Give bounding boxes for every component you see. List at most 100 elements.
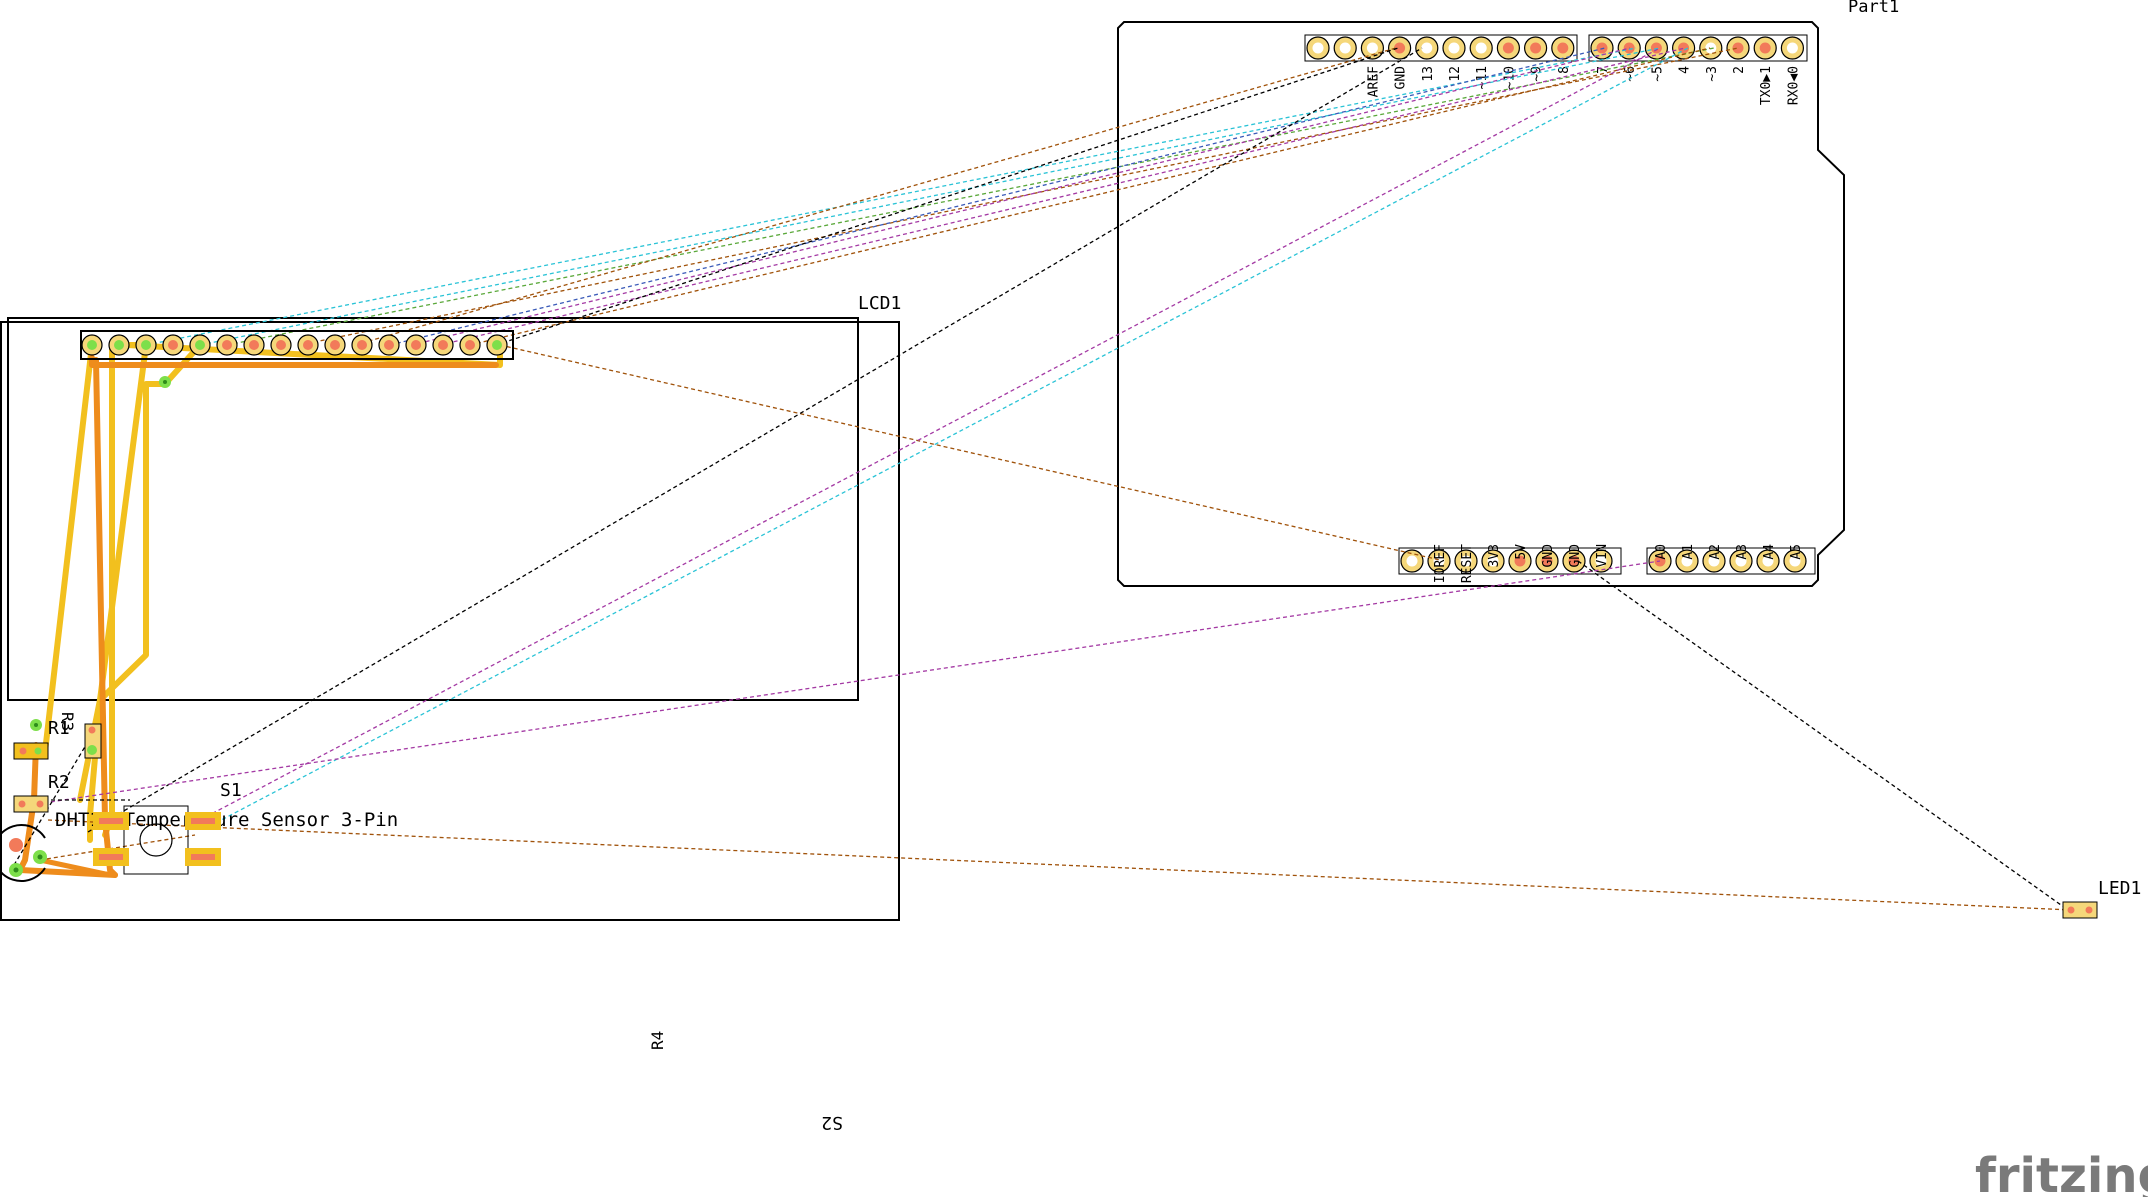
arduino-top-header bbox=[1304, 34, 1808, 62]
fritzing-logo: fritzing bbox=[1975, 1148, 2148, 1197]
arduino-top-pin-15-hole bbox=[1732, 42, 1744, 54]
lcd-pin-12-hole bbox=[411, 340, 421, 350]
arduino-top-pin-3-hole bbox=[1394, 42, 1406, 54]
lcd-pin-4-hole bbox=[195, 340, 205, 350]
led1-label: LED1 bbox=[2098, 878, 2141, 899]
lcd-inner-outline bbox=[7, 317, 859, 701]
arduino-analog-pin-3-hole bbox=[1735, 555, 1747, 567]
arduino-top-header-frame-0 bbox=[1304, 34, 1578, 62]
arduino-top-pin-10-hole bbox=[1596, 42, 1608, 54]
lcd-pin-7-hole bbox=[276, 340, 286, 350]
r4-label: R4 bbox=[648, 1031, 667, 1050]
lcd-pin-11-hole bbox=[384, 340, 394, 350]
r2-label: R2 bbox=[48, 772, 70, 793]
rat-brown-6 bbox=[39, 834, 196, 861]
arduino-top-pin-2-hole bbox=[1366, 42, 1378, 54]
arduino-bottom-header-frame-0 bbox=[1398, 547, 1622, 575]
rat-blue-1 bbox=[389, 47, 1606, 346]
s1-label: S1 bbox=[220, 780, 242, 801]
lcd-header-outline bbox=[80, 330, 514, 360]
arduino-top-pin-16-hole bbox=[1759, 42, 1771, 54]
arduino-top-pin-5-hole bbox=[1448, 42, 1460, 54]
rat-cyan-3 bbox=[209, 47, 1689, 827]
resistor-r3[interactable] bbox=[84, 723, 102, 759]
arduino-top-pin-label-13: 2 bbox=[1732, 66, 1747, 74]
resistor-r1[interactable] bbox=[13, 719, 49, 760]
lcd-pin-6-hole bbox=[249, 340, 259, 350]
lcd-pin-1-hole bbox=[114, 340, 124, 350]
rat-green-1 bbox=[226, 47, 1715, 346]
arduino-top-pin-label-12: ~3 bbox=[1705, 66, 1720, 82]
trace-orange-3 bbox=[17, 742, 118, 878]
lcd-pin-2-hole bbox=[141, 340, 151, 350]
arduino-board-outline[interactable] bbox=[1117, 21, 1845, 587]
arduino-power-pin-label-3: 5V bbox=[1514, 544, 1529, 560]
arduino-top-pin-17-hole bbox=[1786, 42, 1798, 54]
arduino-top-pin-label-9: ~6 bbox=[1623, 66, 1638, 82]
rat-black-2 bbox=[87, 47, 1423, 833]
rat-purple-1 bbox=[411, 47, 1631, 346]
lcd-pin-9-hole bbox=[330, 340, 340, 350]
lcd-header bbox=[81, 334, 508, 356]
lcd-pin-15-hole bbox=[492, 340, 502, 350]
rat-brown-4 bbox=[499, 344, 1441, 561]
arduino-power-pin-label-2: 3V3 bbox=[1487, 544, 1502, 567]
arduino-power-pin-label-1: RESET bbox=[1460, 544, 1475, 583]
arduino-top-pin-label-11: 4 bbox=[1678, 66, 1693, 74]
arduino-power-pin-label-4: GND bbox=[1541, 544, 1556, 568]
arduino-analog-pin-1-hole bbox=[1681, 555, 1693, 567]
resistor-r2[interactable] bbox=[13, 795, 49, 813]
arduino-power-pin-label-5: GND bbox=[1568, 544, 1583, 568]
arduino-top-pin-1-hole bbox=[1339, 42, 1351, 54]
rat-black-1 bbox=[495, 47, 1399, 346]
rat-cyan-1 bbox=[145, 47, 1637, 346]
lcd-pin-0-hole bbox=[87, 340, 97, 350]
arduino-top-pin-label-2: 13 bbox=[1421, 66, 1436, 82]
arduino-top-pin-13-hole bbox=[1678, 42, 1690, 54]
lcd-pin-10-hole bbox=[357, 340, 367, 350]
arduino-top-pin-6-hole bbox=[1475, 42, 1487, 54]
arduino-analog-pin-label-2: A2 bbox=[1708, 544, 1723, 560]
rat-brown-5 bbox=[47, 819, 2073, 911]
arduino-top-pin-label-7: 8 bbox=[1557, 66, 1572, 74]
rat-brown-3 bbox=[469, 47, 1711, 346]
arduino-top-pin-label-3: 12 bbox=[1448, 66, 1463, 82]
lcd1-label: LCD1 bbox=[858, 293, 901, 314]
arduino-analog-pin-label-1: A1 bbox=[1681, 544, 1696, 560]
s2-label: S2 bbox=[821, 1112, 843, 1133]
trace-orange-4 bbox=[37, 857, 113, 878]
led1[interactable] bbox=[2062, 901, 2098, 919]
arduino-analog-pin-5-hole bbox=[1789, 555, 1801, 567]
rat-black-4 bbox=[13, 734, 93, 866]
lcd-pin-13-hole bbox=[438, 340, 448, 350]
r3-label: R3 bbox=[58, 712, 77, 731]
lcd-pin-5-hole bbox=[222, 340, 232, 350]
lcd-pin-8-hole bbox=[303, 340, 313, 350]
arduino-power-pin-0-hole bbox=[1406, 555, 1418, 567]
arduino-power-pin-5-hole bbox=[1541, 555, 1553, 567]
arduino-top-pin-8-hole bbox=[1530, 42, 1542, 54]
rat-black-3 bbox=[1577, 560, 2069, 911]
arduino-top-pin-11-hole bbox=[1623, 42, 1635, 54]
arduino-top-pin-label-1: GND bbox=[1394, 66, 1409, 90]
arduino-top-pin-label-6: ~9 bbox=[1530, 66, 1545, 82]
arduino-top-pin-label-15: RX0◀0 bbox=[1786, 66, 1801, 105]
switch-s1[interactable] bbox=[93, 805, 221, 875]
arduino-analog-pin-label-5: A5 bbox=[1789, 544, 1804, 560]
ratsnest-lines bbox=[13, 47, 2073, 911]
rat-purple-4 bbox=[29, 560, 1661, 806]
arduino-top-header-frame-1 bbox=[1588, 34, 1808, 62]
arduino-bottom-header bbox=[1398, 547, 1816, 575]
dht11-sensor[interactable] bbox=[0, 824, 47, 882]
r1-label: R1 bbox=[48, 718, 70, 739]
arduino-top-pin-7-hole bbox=[1502, 42, 1514, 54]
arduino-power-pin-7-hole bbox=[1595, 555, 1607, 567]
arduino-top-pin-4-hole bbox=[1421, 42, 1433, 54]
lcd-pin-14-hole bbox=[465, 340, 475, 350]
arduino-power-pin-3-hole bbox=[1487, 555, 1499, 567]
lcd-outer-outline[interactable] bbox=[0, 321, 900, 921]
arduino-analog-pin-label-3: A3 bbox=[1735, 544, 1750, 560]
arduino-top-pin-label-14: TX0▶1 bbox=[1759, 66, 1774, 105]
